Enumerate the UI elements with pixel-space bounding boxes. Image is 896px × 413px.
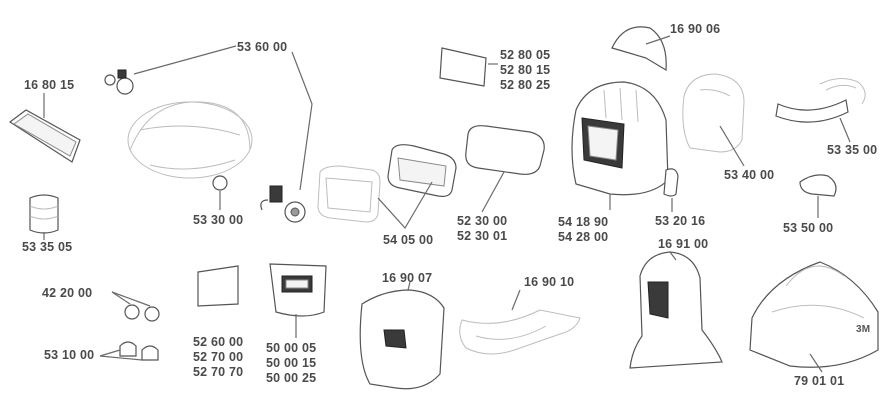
label-headband: 53 30 00 (193, 213, 244, 227)
label-face-seal-cover: 16 90 10 (524, 275, 575, 289)
battery-holder-part (99, 341, 159, 361)
label-adapter: 53 35 05 (22, 240, 73, 254)
headband-part (127, 101, 253, 210)
welding-filter-part (269, 263, 327, 338)
storage-bag-part (749, 261, 879, 373)
inner-frame-part (317, 144, 457, 230)
bag-brand-logo: 3M (856, 324, 871, 335)
label-neck-protector: 16 90 07 (382, 271, 433, 285)
label-air-hose: 16 80 15 (24, 78, 75, 92)
label-face-seal: 53 50 00 (783, 221, 834, 235)
label-inner-frame: 54 05 00 (383, 233, 434, 247)
face-seal-cover-part (459, 289, 581, 355)
label-hood: 16 91 00 (658, 237, 709, 251)
knob-bracket-part (104, 45, 313, 191)
side-window-part (439, 47, 498, 87)
label-battery: 42 20 00 (42, 286, 93, 300)
head-cover-part (682, 73, 745, 167)
inside-cover-part (197, 265, 239, 307)
label-head-cover: 53 40 00 (724, 168, 775, 182)
welding-helmet-part (571, 81, 669, 210)
battery-part (111, 291, 160, 322)
bracket-lower-part (260, 185, 306, 223)
label-cap-hood: 16 90 06 (670, 22, 721, 36)
neck-protector-part (359, 281, 445, 390)
breathing-tube-part (775, 78, 866, 143)
adapter-part (29, 194, 59, 240)
hood-part (629, 251, 723, 369)
label-battery-holder: 53 10 00 (44, 348, 95, 362)
label-breathing-tube: 53 35 00 (827, 143, 878, 157)
face-seal-part (799, 174, 837, 218)
nose-piece-part (663, 168, 679, 212)
curved-shield-part (8, 93, 81, 163)
label-nose-piece: 53 20 16 (655, 214, 706, 228)
label-headband-bracket: 53 60 00 (237, 40, 288, 54)
label-storage-bag: 79 01 01 (794, 374, 845, 388)
protection-plate-part (465, 125, 545, 213)
cap-hood-part (611, 26, 671, 72)
